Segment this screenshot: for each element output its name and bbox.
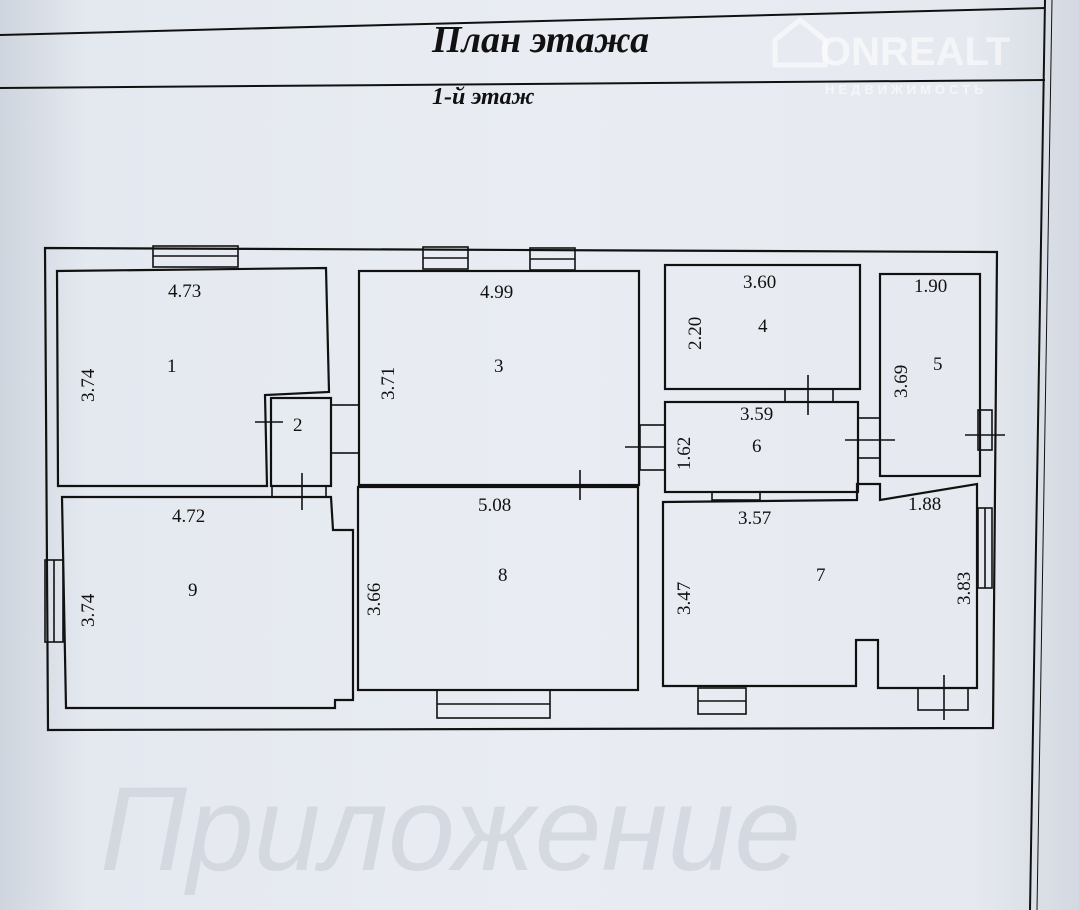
floor-label: 1-й этаж: [432, 84, 535, 110]
room-8-width: 5.08: [478, 495, 511, 516]
room-7-labels: 3.57 1.88 3.47 3.83 7: [674, 494, 975, 615]
room-7: [661, 482, 979, 690]
room-5-width: 1.90: [914, 276, 947, 297]
room-1: [55, 266, 331, 488]
outer-wall: [43, 246, 999, 732]
room-6-height: 1.62: [674, 437, 695, 470]
room-4-width: 3.60: [743, 272, 776, 293]
room-8-number: 8: [498, 565, 508, 586]
room-2-number: 2: [293, 415, 303, 436]
room-4-number: 4: [758, 316, 768, 337]
room-3-labels: 4.99 3.71 3: [378, 282, 513, 400]
room-6-width: 3.59: [740, 404, 773, 425]
room-9-labels: 4.72 3.74 9: [78, 506, 205, 627]
door-marks: [255, 375, 1005, 720]
room-3-number: 3: [494, 356, 504, 377]
room-8: [356, 485, 640, 692]
room-5: [878, 272, 982, 478]
room-3: [357, 269, 641, 487]
room-4: [663, 263, 862, 391]
room-8-height: 3.66: [364, 583, 385, 616]
room-3-width: 4.99: [480, 282, 513, 303]
windows: [44, 245, 993, 719]
room-5-height: 3.69: [891, 365, 912, 398]
room-1-number: 1: [167, 356, 177, 377]
room-6-labels: 3.59 1.62 6: [674, 404, 773, 470]
page-title: План этажа: [431, 19, 649, 61]
room-6-number: 6: [752, 436, 762, 457]
room-7-width-2: 1.88: [908, 494, 941, 515]
onrealt-logo: ONREALT НЕДВИЖИМОСТЬ: [772, 16, 1010, 97]
room-7-height: 3.47: [674, 582, 695, 615]
page-border-right-inner: [1036, 0, 1053, 910]
room-9-height: 3.74: [78, 593, 99, 627]
room-9: [60, 495, 355, 710]
header-bottom-line: [0, 79, 1046, 89]
header-top-line: [0, 7, 1046, 36]
room-7-number: 7: [816, 565, 826, 586]
room-5-labels: 1.90 3.69 5: [891, 276, 947, 398]
room-3-height: 3.71: [378, 367, 399, 400]
background-watermark: Приложение: [100, 762, 801, 896]
room-9-number: 9: [188, 580, 198, 601]
logo-brand: ONREALT: [820, 30, 1010, 74]
room-4-labels: 3.60 2.20 4: [685, 272, 776, 350]
room-8-labels: 5.08 3.66 8: [364, 495, 511, 616]
room-5-number: 5: [933, 354, 943, 375]
room-4-height: 2.20: [685, 317, 706, 350]
room-1-width: 4.73: [168, 281, 201, 302]
room-2: [269, 396, 333, 488]
room-1-height: 3.74: [78, 368, 99, 402]
logo-tagline: НЕДВИЖИМОСТЬ: [825, 82, 987, 97]
room-7-width: 3.57: [738, 508, 771, 529]
page-border-right: [1029, 0, 1046, 910]
room-9-width: 4.72: [172, 506, 205, 527]
room-7-height-2: 3.83: [954, 572, 975, 605]
room-1-labels: 4.73 3.74 1: [78, 281, 201, 402]
